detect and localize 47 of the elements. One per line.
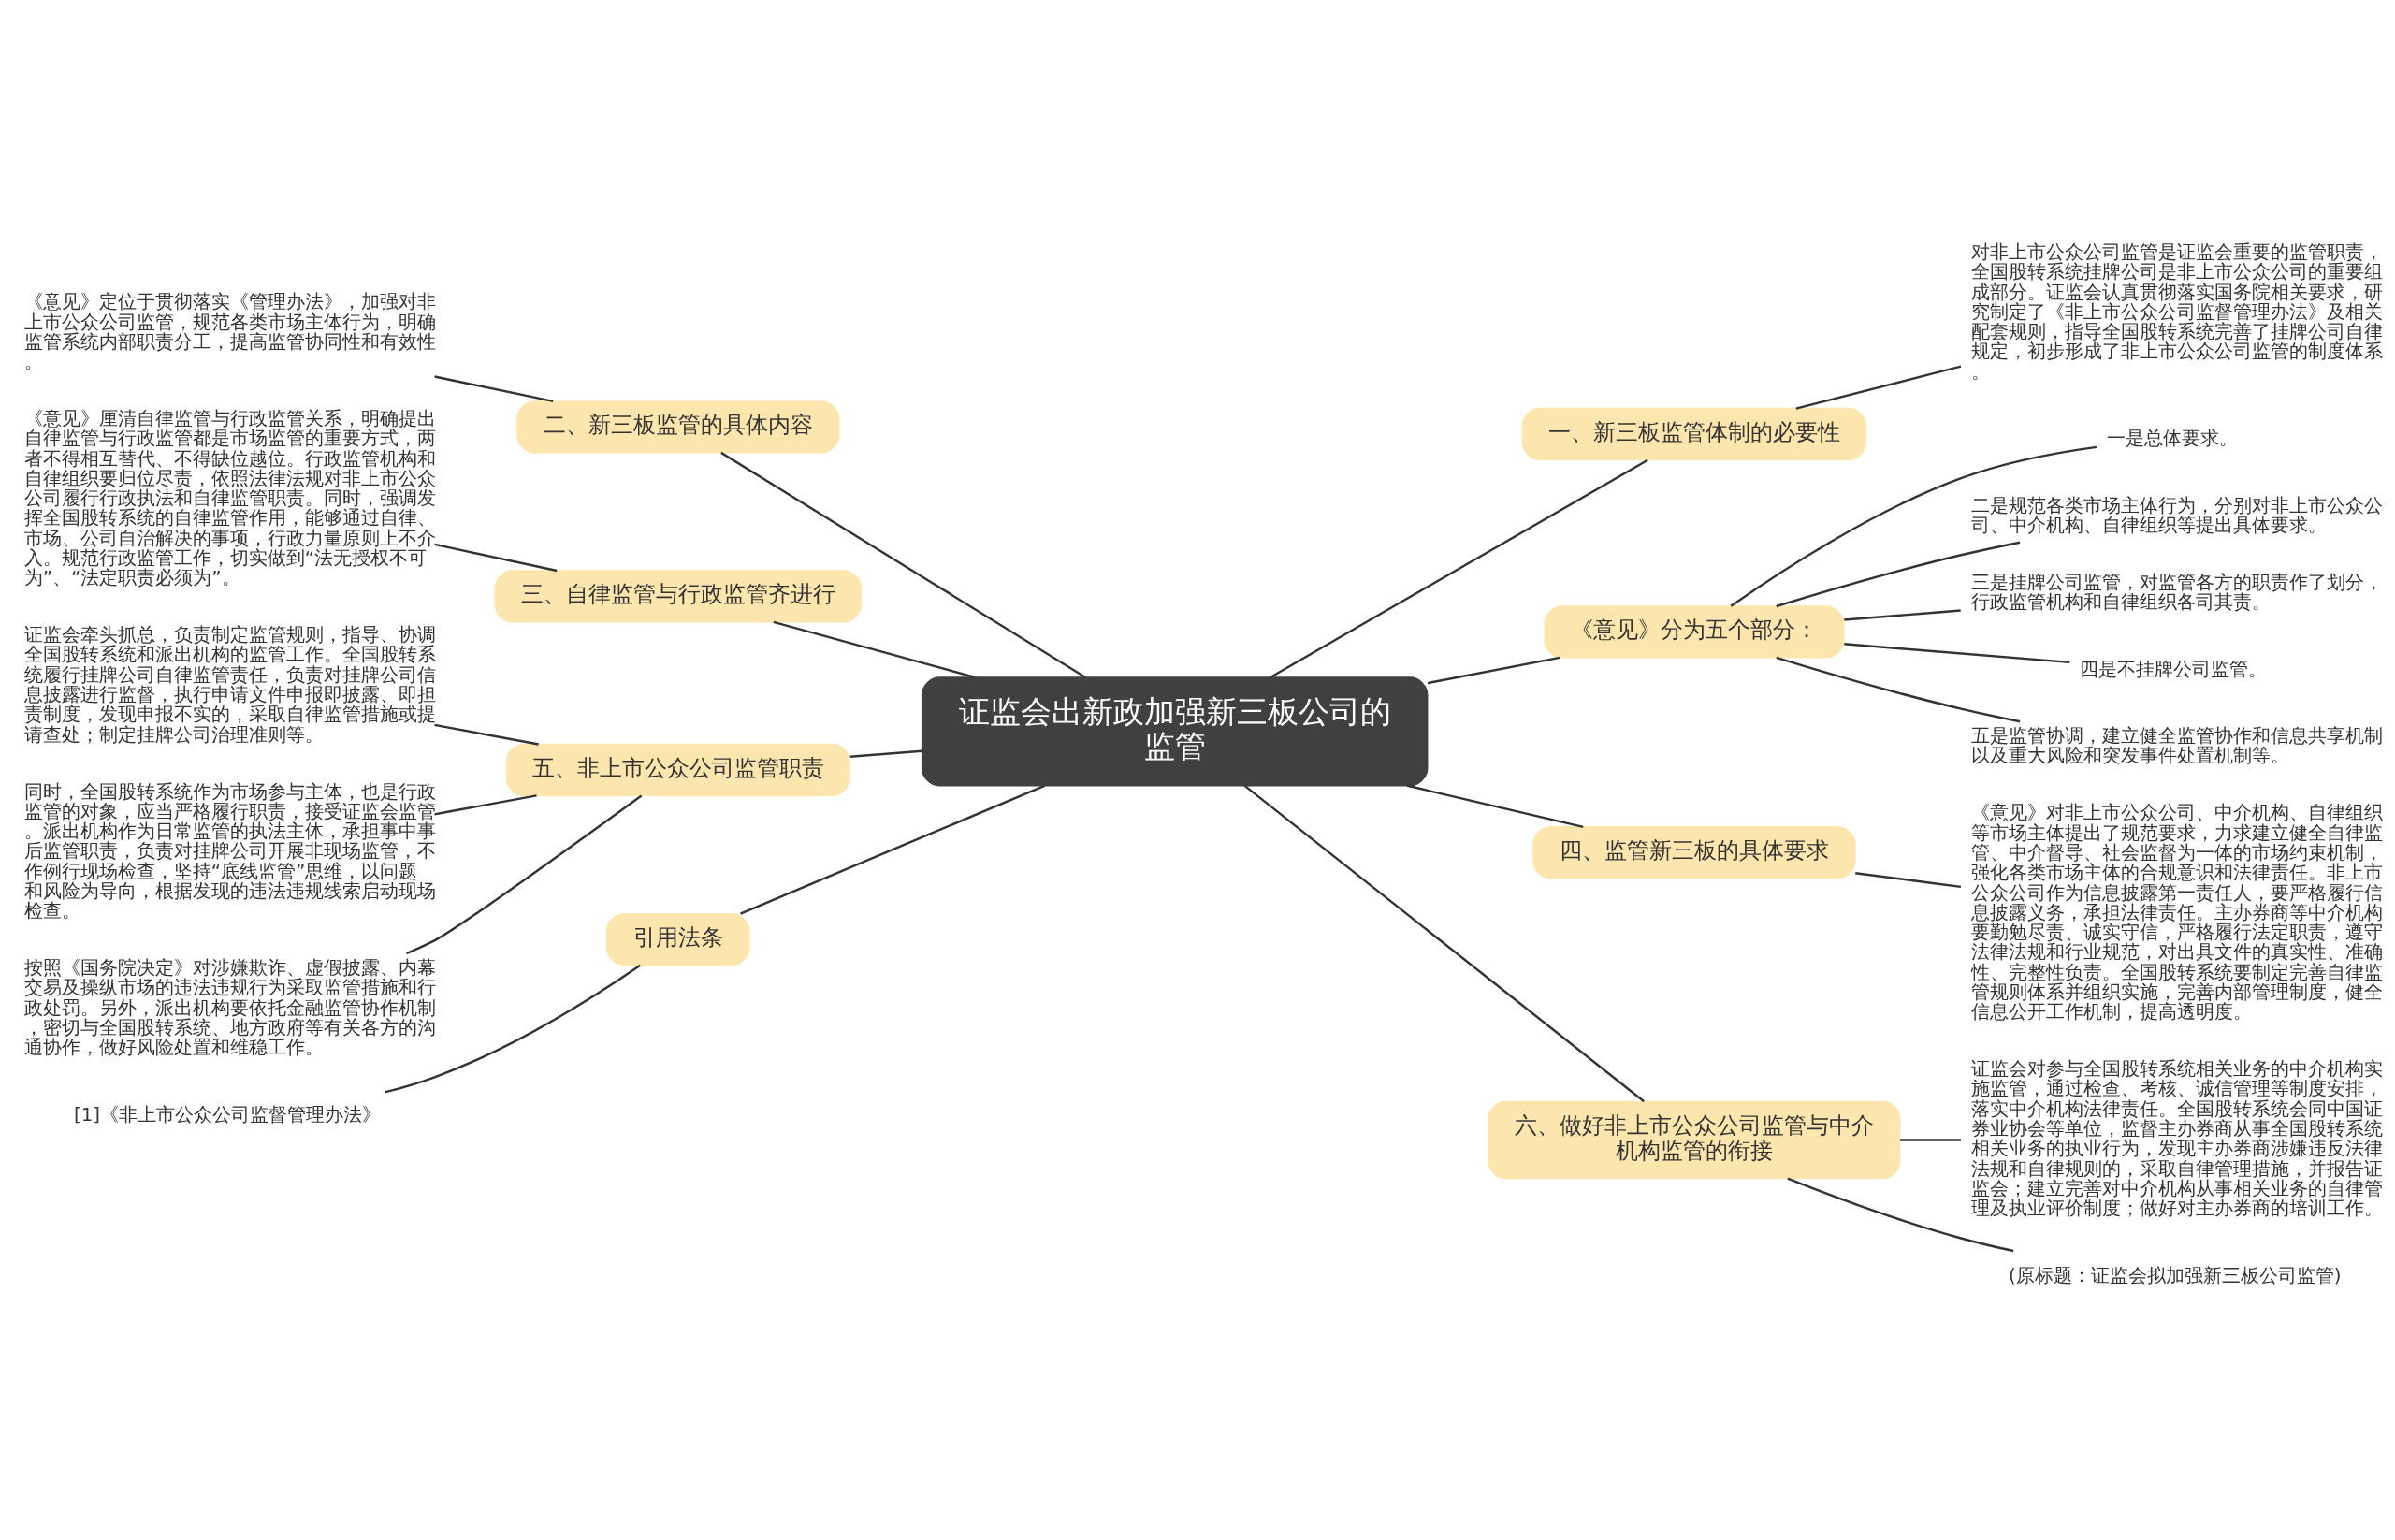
node-text: 五是监管协调，建立健全监管协作和信息共享机制以及重大风险和突发事件处置机制等。 [1970, 725, 2383, 767]
node-text: 四是不挂牌公司监管。 [2080, 658, 2268, 680]
node-text: 证监会对参与全国股转系统相关业务的中介机构实施监管，通过检查、考核、诚信管理等制度安排，落实中介机构法律责任。全国股转系统会同中国证券业协会等单位，监督主办券商从事全国股转系统相关业务的执业行为，发现主办券商涉嫌违反法律法规和自律规则的，采取自律管理措施，并报告证监会；建立完善对中介机构从事相关业务的自律管理及执业评价制度；做好对主办券商的培训工作。 [1970, 1058, 2383, 1220]
node-box: 引用法条 [605, 912, 750, 966]
connector [1776, 656, 2021, 723]
node-text: (原标题：证监会拟加强新三板公司监管) [2009, 1264, 2342, 1286]
connector [384, 964, 642, 1094]
node-text: 按照《国务院决定》对涉嫌欺诈、虚假披露、内幕交易及操纵市场的违法违规行为采取监管措施和行政处罚。另外，派出机构要依托金融监管协作机制，密切与全国股转系统、地方政府等有关各方的沟通协作，做好风险处置和维稳工作。 [23, 957, 436, 1059]
connector [434, 794, 537, 816]
connector [740, 784, 1045, 915]
node-text: 《意见》对非上市公众公司、中介机构、自律组织等市场主体提出了规范要求，力求建立健全自律监管、中介督导、社会监督为一体的市场约束机制，强化各类市场主体的合规意识和法律责任。非上市公众公司作为信息披露第一责任人，要严格履行信息披露义务，承担法律责任。主办券商等中介机构要勤勉尽责、诚实守信，严格履行法定职责，遵守法律法规和行业规范，对出具文件的真实性、准确性、完整性负责。全国股转系统要制定完善自律监管规则体系并组织实施，完善内部管理制度，健全信息公开工作机制，提高透明度。 [1970, 802, 2383, 1024]
connector [1844, 643, 2070, 664]
connector [1776, 541, 2021, 608]
node-box: 三、自律监管与行政监管齐进行 [494, 570, 862, 623]
node-box: 五、非上市公众公司监管职责 [505, 743, 850, 797]
connector [1406, 784, 1584, 828]
node-text: 对非上市公众公司监管是证监会重要的监管职责，全国股转系统挂牌公司是非上市公众公司的重要组成部分。证监会认真贯彻落实国务院相关要求，研究制定了《非上市公众公司监督管理办法》及相关配套规则，指导全国股转系统完善了挂牌公司自律规定，初步形成了非上市公众公司监管的制度体系。 [1970, 240, 2383, 383]
node-text: [1]《非上市公众公司监督管理办法》 [74, 1103, 382, 1126]
connector [434, 375, 554, 403]
connector [1795, 365, 1962, 410]
connector [1427, 656, 1560, 685]
connector [434, 723, 539, 746]
node-box: 二、新三板监管的具体内容 [516, 400, 840, 454]
node-box: 证监会出新政加强新三板公司的监管 [921, 676, 1429, 787]
connector [1855, 872, 1962, 889]
node-box: 一、新三板监管体制的必要性 [1521, 407, 1866, 461]
node-text: 《意见》定位于贯彻落实《管理办法》，加强对非上市公众公司监管，规范各类市场主体行为，明确监管系统内部职责分工，提高监管协同性和有效性。 [23, 291, 436, 373]
connector [1787, 1177, 2014, 1253]
connector [1844, 609, 1961, 621]
connector [1243, 784, 1645, 1103]
node-text: 同时，全国股转系统作为市场参与主体，也是行政监管的对象，应当严格履行职责，接受证监会监管。派出机构作为日常监管的执法主体，承担事中事后监管职责，负责对挂牌公司开展非现场监管，不作例行现场检查，坚持“底线监管”思维，以问题和风险为导向，根据发现的违法违规线索启动现场检查。 [23, 780, 436, 923]
node-text: 《意见》厘清自律监管与行政监管关系，明确提出自律监管与行政监管都是市场监管的重要方式，两者不得相互替代、不得缺位越位。行政监管机构和自律组织要归位尽责，依照法律法规对非上市公众公司履行行政执法和自律监管职责。同时，强调发挥全国股转系统的自律监管作用，能够通过自律、市场、公司自治解决的事项，行政力量原则上不介入。规范行政监管工作，切实做到“法无授权不可为”、“法定职责必须为”。 [23, 407, 436, 589]
connector [434, 543, 558, 573]
node-box: 《意见》分为五个部分： [1544, 605, 1845, 659]
connector [1730, 445, 2097, 607]
node-text: 证监会牵头抓总，负责制定监管规则，指导、协调全国股转系统和派出机构的监管工作。全国股转系统履行挂牌公司自律监管责任，负责对挂牌公司信息披露进行监督，执行申请文件申报即披露、即担责制度，发现申报不实的，采取自律监管措施或提请查处；制定挂牌公司治理准则等。 [23, 624, 436, 746]
connector [1899, 1139, 1961, 1141]
node-box: 六、做好非上市公众公司监管与中介机构监管的衔接 [1488, 1100, 1901, 1180]
connector [849, 749, 922, 759]
connector [406, 794, 643, 955]
connector [773, 620, 976, 679]
node-text: 一是总体要求。 [2107, 428, 2239, 450]
connector [720, 451, 1086, 679]
node-text: 三是挂牌公司监管，对监管各方的职责作了划分，行政监管机构和自律组织各司其责。 [1970, 571, 2383, 614]
connector [1270, 458, 1648, 679]
node-text: 二是规范各类市场主体行为，分别对非上市公众公司、中介机构、自律组织等提出具体要求。 [1970, 494, 2383, 537]
node-box: 四、监管新三板的具体要求 [1532, 826, 1856, 879]
